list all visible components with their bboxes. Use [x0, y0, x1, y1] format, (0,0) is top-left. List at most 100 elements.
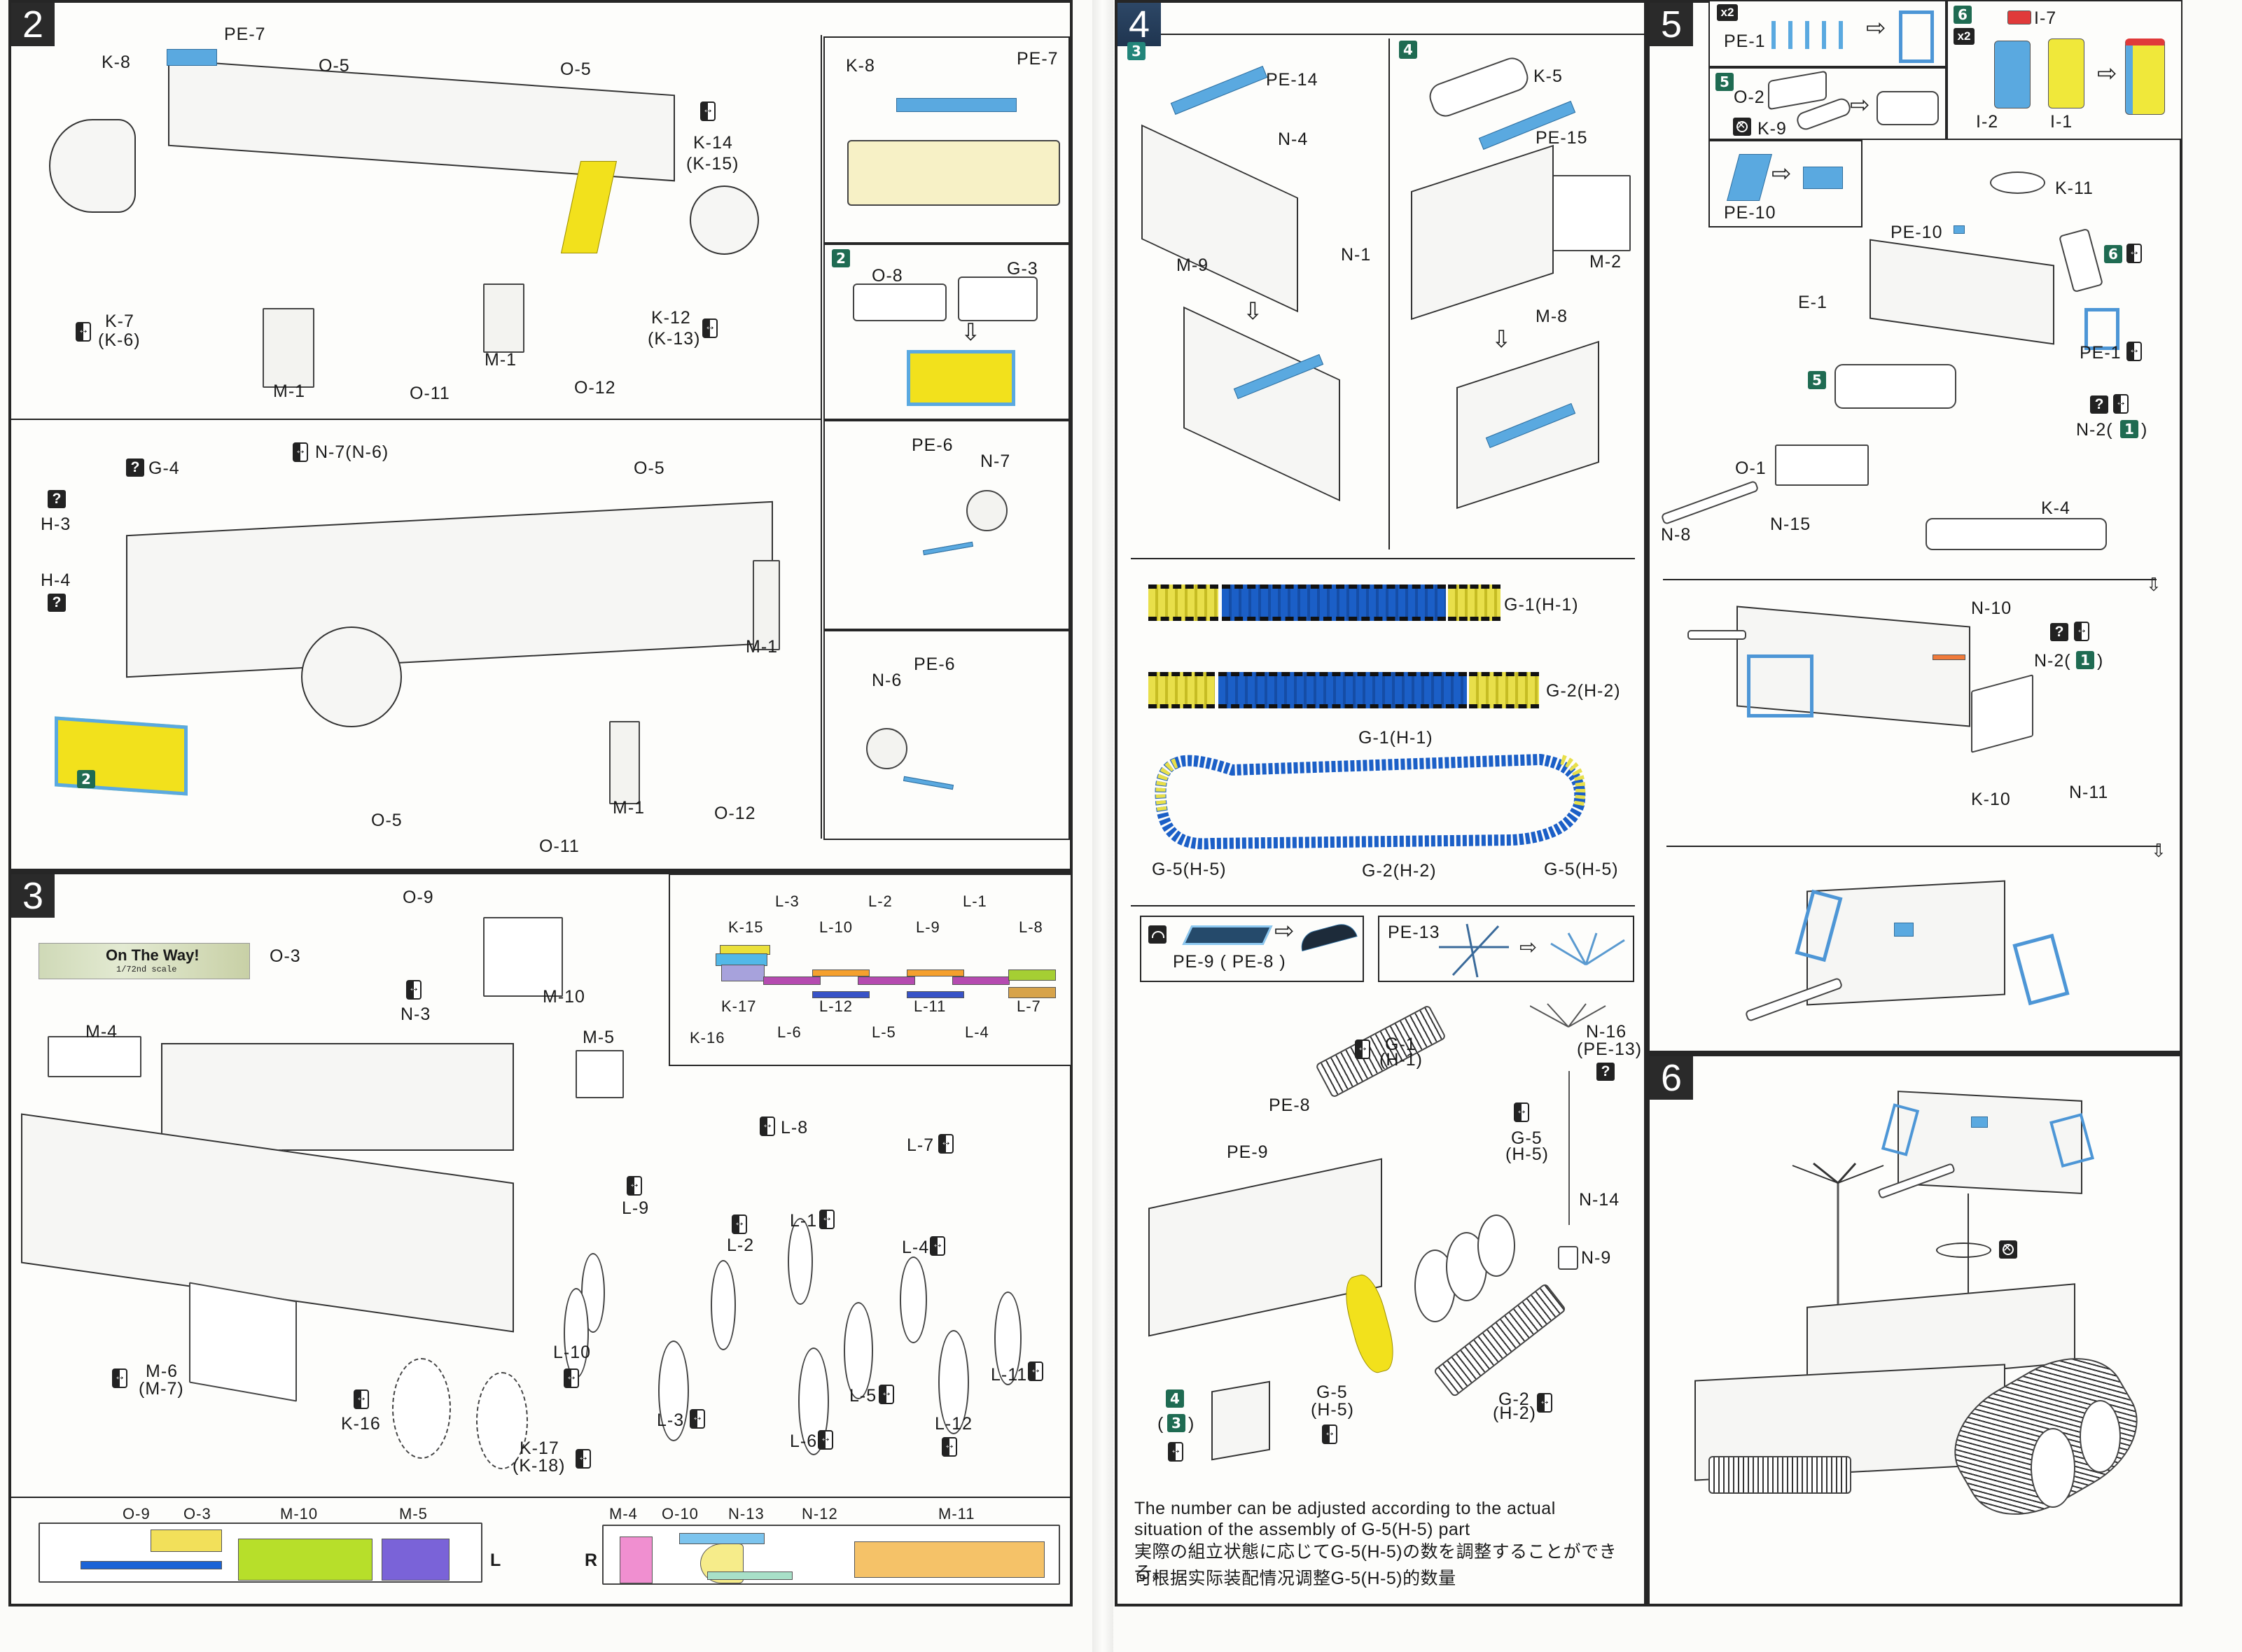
sub-badge-4b: 4 — [1166, 1390, 1184, 1408]
flip-icon — [76, 322, 91, 342]
multiplier-x2-icon: x2 — [1954, 28, 1975, 45]
turret-label-pe1: PE-1 — [2080, 343, 2122, 363]
side-m10-green — [238, 1539, 372, 1581]
wheel-l12 — [938, 1330, 969, 1434]
track-loop-left-g5 — [1155, 758, 1178, 813]
turret-label-n2: N-2( — [2076, 420, 2113, 440]
side-r-m4: M-4 — [609, 1505, 638, 1522]
label-l12: L-12 — [935, 1414, 973, 1434]
track-g2-yellow-left — [1148, 672, 1215, 708]
turret-label-k4: K-4 — [2041, 498, 2070, 518]
g3-links-drawing — [958, 276, 1038, 321]
flip-icon — [1028, 1362, 1043, 1381]
flip-icon — [293, 442, 308, 462]
g3-track-part — [55, 716, 188, 796]
step6-road-wheel-1 — [2031, 1428, 2075, 1508]
step4-pe-divider — [1131, 905, 1635, 906]
loop-label-left: G-5(H-5) — [1152, 860, 1227, 879]
question-icon: ? — [126, 458, 144, 477]
step-2-badge: 2 — [11, 3, 55, 46]
sub5-label-o2: O-2 — [1734, 88, 1765, 107]
hollow-arrow-down-icon: ⇩ — [2146, 574, 2161, 595]
wheel-l11 — [994, 1292, 1022, 1385]
sub6-label-i2: I-2 — [1976, 112, 1999, 132]
asm-label-pe13: (PE-13) — [1577, 1040, 1643, 1059]
legend-l12-blue — [812, 991, 870, 998]
turret2-label-n11: N-11 — [2069, 783, 2109, 802]
page-fold-divider — [1092, 0, 1113, 1652]
turret-sub-badge-5: 5 — [1808, 371, 1826, 389]
note-japanese: 実際の組立状態に応じてG-5(H-5)の数を調整することができる。 — [1134, 1542, 1617, 1583]
i7-red-part — [2007, 10, 2031, 24]
step5-divider-1 — [1663, 579, 2157, 580]
label-g4: G-4 — [148, 458, 180, 478]
flip-icon — [700, 102, 716, 121]
road-wheel-3 — [1477, 1214, 1515, 1277]
turret2-n2-badge: 1 — [2076, 651, 2094, 669]
side-l-indicator: L — [490, 1550, 502, 1570]
side-l-m10: M-10 — [280, 1505, 319, 1522]
sub-badge-3: 3 — [1127, 42, 1146, 60]
step3-hull-drawing — [161, 1043, 514, 1151]
step-4-badge: 4 — [1117, 3, 1161, 46]
question-icon: ? — [2090, 396, 2108, 414]
question-icon: ? — [1596, 1063, 1615, 1081]
turret-label-n8: N-8 — [1661, 525, 1692, 545]
asm-label-g5-top: G-5 — [1511, 1128, 1543, 1148]
legend-l2: L-2 — [868, 892, 893, 910]
label-m7: (M-7) — [139, 1379, 184, 1399]
track-g2-yellow-right — [1469, 672, 1539, 708]
label-m1-a: M-1 — [273, 382, 306, 401]
turret-label-n2-close: ) — [2141, 420, 2148, 440]
wheel-l1 — [788, 1218, 813, 1305]
pe9-flat-part — [1182, 925, 1273, 945]
detail-n7 — [823, 420, 1070, 630]
side-r-n12: N-12 — [802, 1505, 838, 1522]
paren-close: ) — [1188, 1414, 1195, 1434]
turret-label-pe10: PE-10 — [1891, 223, 1943, 242]
label-n7n6: N-7(N-6) — [315, 442, 389, 462]
flip-icon — [1168, 1442, 1183, 1462]
label-pe14: PE-14 — [1266, 70, 1318, 90]
flip-icon — [760, 1116, 775, 1136]
flip-icon — [406, 980, 422, 1000]
n7-headlight-drawing — [966, 490, 1008, 531]
label-m9: M-9 — [1176, 255, 1209, 275]
step2-sprocket-lower-drawing — [301, 626, 402, 727]
turret-sub-badge-6: 6 — [2104, 245, 2122, 263]
wheel-l2 — [711, 1260, 736, 1350]
legend-l9: L-9 — [916, 918, 940, 936]
label-l7: L-7 — [907, 1135, 935, 1155]
legend-l3: L-3 — [775, 892, 800, 910]
label-m2: M-2 — [1589, 252, 1622, 272]
track-g2-blue — [1218, 672, 1467, 708]
label-n1: N-1 — [1341, 245, 1372, 265]
detail-label-pe6-b: PE-6 — [914, 654, 956, 674]
hollow-arrow-down-icon: ⇩ — [1243, 298, 1263, 325]
o1-mantlet-drawing — [1775, 444, 1869, 486]
legend-l4: L-4 — [965, 1023, 989, 1041]
legend-l2-magenta — [858, 976, 915, 985]
asm-label-g1: G-1 — [1385, 1035, 1416, 1054]
wheel-l4 — [900, 1256, 927, 1343]
label-l8: L-8 — [781, 1118, 809, 1138]
label-o3: O-3 — [270, 946, 301, 966]
flip-icon — [2126, 244, 2142, 263]
legend-l5: L-5 — [872, 1023, 896, 1041]
loop-label-bottom: G-2(H-2) — [1362, 861, 1437, 881]
label-k16: K-16 — [341, 1414, 381, 1434]
asm-label-pe8: PE-8 — [1269, 1096, 1311, 1115]
hollow-arrow-right-icon: ⇨ — [1771, 160, 1792, 187]
step2-detail-divider — [821, 35, 822, 839]
label-track-g2: G-2(H-2) — [1546, 681, 1621, 701]
jerrycan-result — [2125, 38, 2165, 115]
step4-header-line — [1161, 34, 1644, 35]
asm-label-h5-bottom: (H-5) — [1311, 1400, 1354, 1420]
m1-drawing-c — [753, 560, 780, 650]
label-pe15: PE-15 — [1536, 128, 1588, 148]
asm-label-h2: (H-2) — [1493, 1404, 1536, 1423]
flip-icon — [2126, 342, 2142, 361]
flip-icon — [702, 318, 718, 338]
flip-icon — [1537, 1393, 1552, 1413]
label-track-g1: G-1(H-1) — [1504, 595, 1579, 615]
